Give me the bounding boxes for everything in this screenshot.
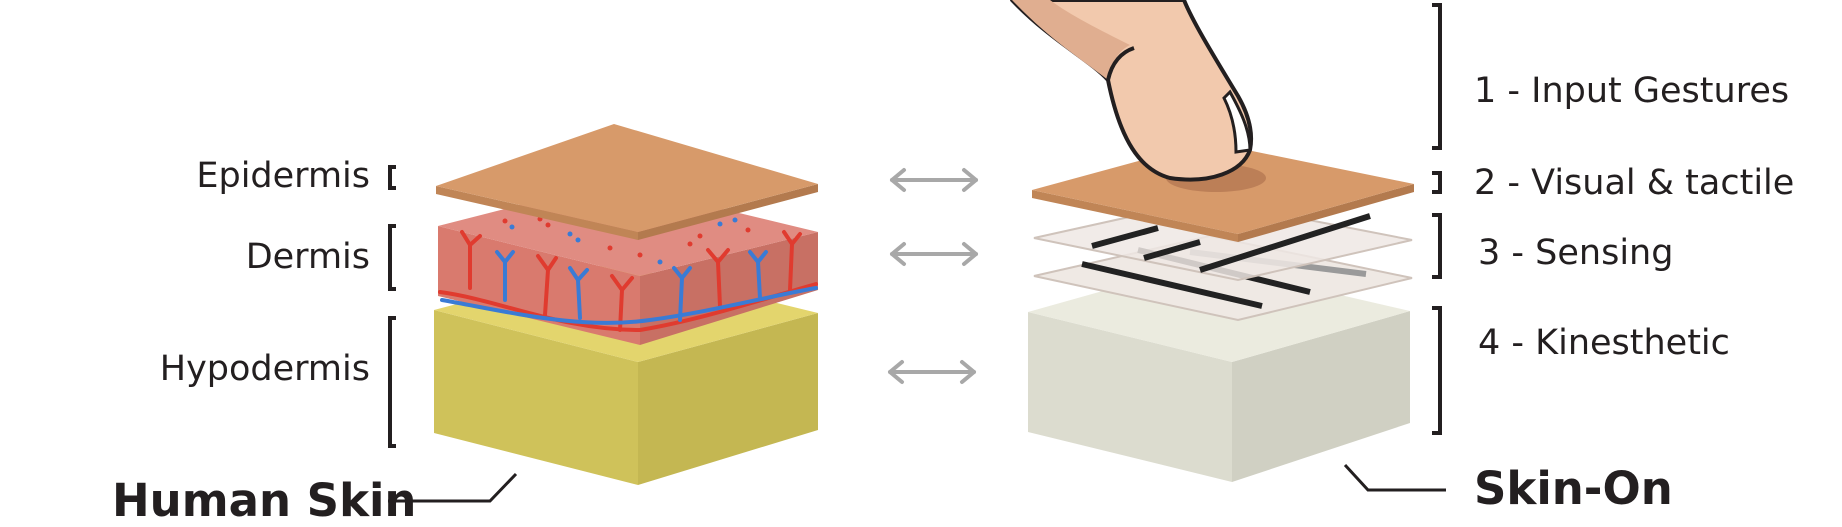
- skin-on-stack: [1010, 0, 1414, 482]
- bracket-icon: [388, 224, 396, 291]
- bracket-icon: [1432, 3, 1442, 150]
- skin-on-title: Skin-On: [1474, 462, 1673, 515]
- blood-vessels-red: [438, 230, 818, 333]
- epidermis-slab: [436, 124, 818, 240]
- label-epidermis: Epidermis: [196, 156, 370, 196]
- bracket-icon: [1432, 213, 1442, 279]
- left-brackets: [388, 165, 396, 448]
- label-sensing: 3 - Sensing: [1478, 233, 1674, 273]
- human-skin-title: Human Skin: [112, 474, 417, 527]
- electrode-line: [1143, 239, 1201, 261]
- label-hypodermis: Hypodermis: [159, 349, 370, 389]
- diagram-canvas: [388, 0, 1446, 503]
- electrode-line: [1081, 261, 1263, 309]
- blood-vessels-blue: [440, 250, 818, 325]
- finger-icon: [1010, 0, 1253, 182]
- right-brackets: [1432, 3, 1442, 435]
- skin-on-leader: [1343, 463, 1446, 492]
- bracket-icon: [1432, 306, 1442, 435]
- bracket-icon: [388, 165, 396, 190]
- double-arrow-icon: [888, 360, 976, 384]
- human-skin-leader: [388, 472, 518, 503]
- bracket-icon: [388, 316, 396, 448]
- label-input-gestures: 1 - Input Gestures: [1474, 71, 1790, 111]
- arrows: [888, 168, 978, 384]
- double-arrow-icon: [890, 168, 978, 192]
- electrode-line: [1091, 225, 1159, 249]
- double-arrow-icon: [890, 242, 978, 266]
- title-leaders: [388, 463, 1446, 503]
- electrode-line: [1199, 213, 1371, 273]
- dermis-cells: [502, 216, 751, 265]
- label-kinesthetic: 4 - Kinesthetic: [1478, 323, 1730, 363]
- human-skin-stack: [434, 124, 818, 485]
- label-dermis: Dermis: [245, 237, 370, 277]
- skin-comparison-diagram: Epidermis Dermis Hypodermis 1 - Input Ge…: [112, 0, 1795, 523]
- sensing-sheets: [1033, 198, 1413, 322]
- label-visual-tactile: 2 - Visual & tactile: [1474, 163, 1795, 203]
- bracket-icon: [1432, 171, 1442, 194]
